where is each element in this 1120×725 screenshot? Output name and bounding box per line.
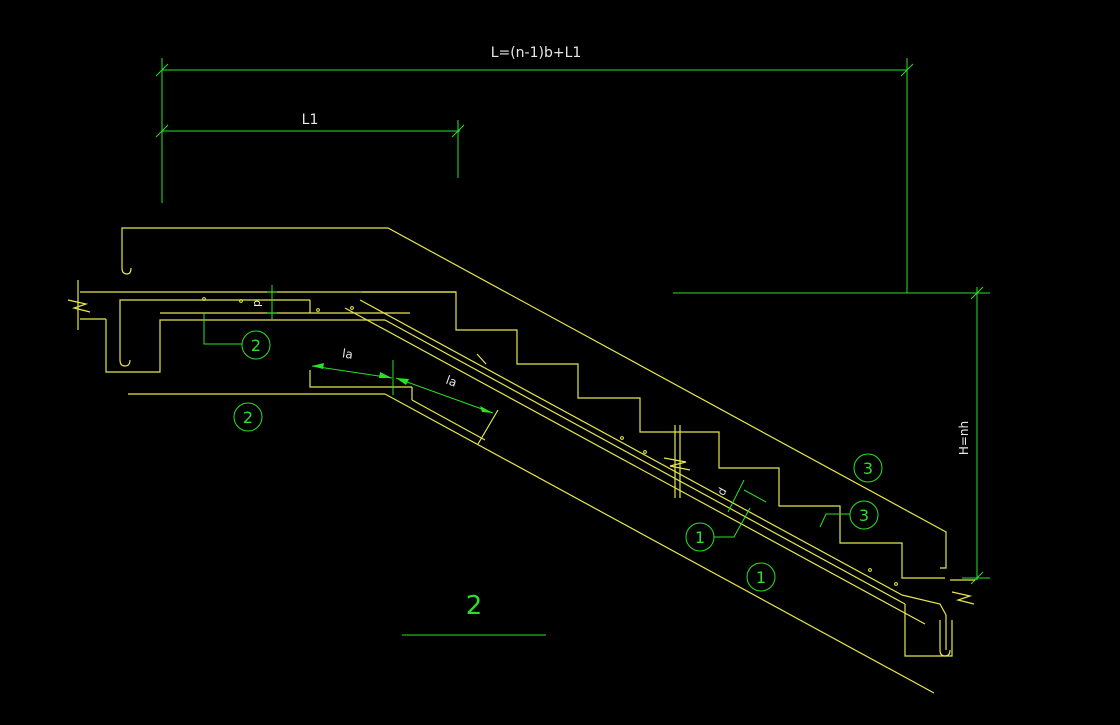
anchor-la-left <box>311 360 394 395</box>
callout-2-top-label: 2 <box>251 336 261 355</box>
anchor-label-right: la <box>444 373 459 390</box>
upper-outline <box>121 227 947 569</box>
dim-total-length <box>155 58 914 293</box>
dim-height <box>673 286 990 585</box>
callout-3-mid <box>849 500 879 530</box>
slab-soffit <box>128 370 935 694</box>
dim-first-length-label: L1 <box>302 112 319 128</box>
callout-2-bottom <box>233 402 263 432</box>
thickness-dim-top: d <box>251 285 277 319</box>
callout-3-mid-label: 3 <box>859 506 869 525</box>
rebar-dots <box>202 297 898 586</box>
callout-1-bottom-label: 1 <box>756 568 766 587</box>
break-symbol-left <box>67 280 91 330</box>
callout-3-top-label: 3 <box>863 459 873 478</box>
thickness-label-top: d <box>251 300 264 307</box>
thickness-ticks <box>476 353 499 445</box>
break-symbol-right <box>950 579 975 605</box>
dim-total-length-label: L=(n-1)b+L1 <box>491 45 582 61</box>
callout-1-mid <box>685 522 715 552</box>
thickness-label-slab: d <box>715 486 730 498</box>
callout-1-mid-label: 1 <box>695 528 705 547</box>
callout-1-bottom <box>746 562 776 592</box>
anchor-label-left: la <box>341 346 354 361</box>
landing-slab <box>80 291 456 373</box>
slab-rebars <box>344 299 953 657</box>
leaders <box>203 313 850 538</box>
dim-height-label: H=nh <box>957 421 971 455</box>
mid-break-marks <box>663 425 691 498</box>
callout-2-bottom-label: 2 <box>243 408 253 427</box>
section-title: 2 <box>466 591 483 621</box>
steps-profile <box>362 291 945 579</box>
callout-3-top <box>853 453 883 483</box>
callout-2-top <box>241 330 271 360</box>
anchor-la-right <box>395 377 494 414</box>
dim-first-length <box>155 120 465 178</box>
